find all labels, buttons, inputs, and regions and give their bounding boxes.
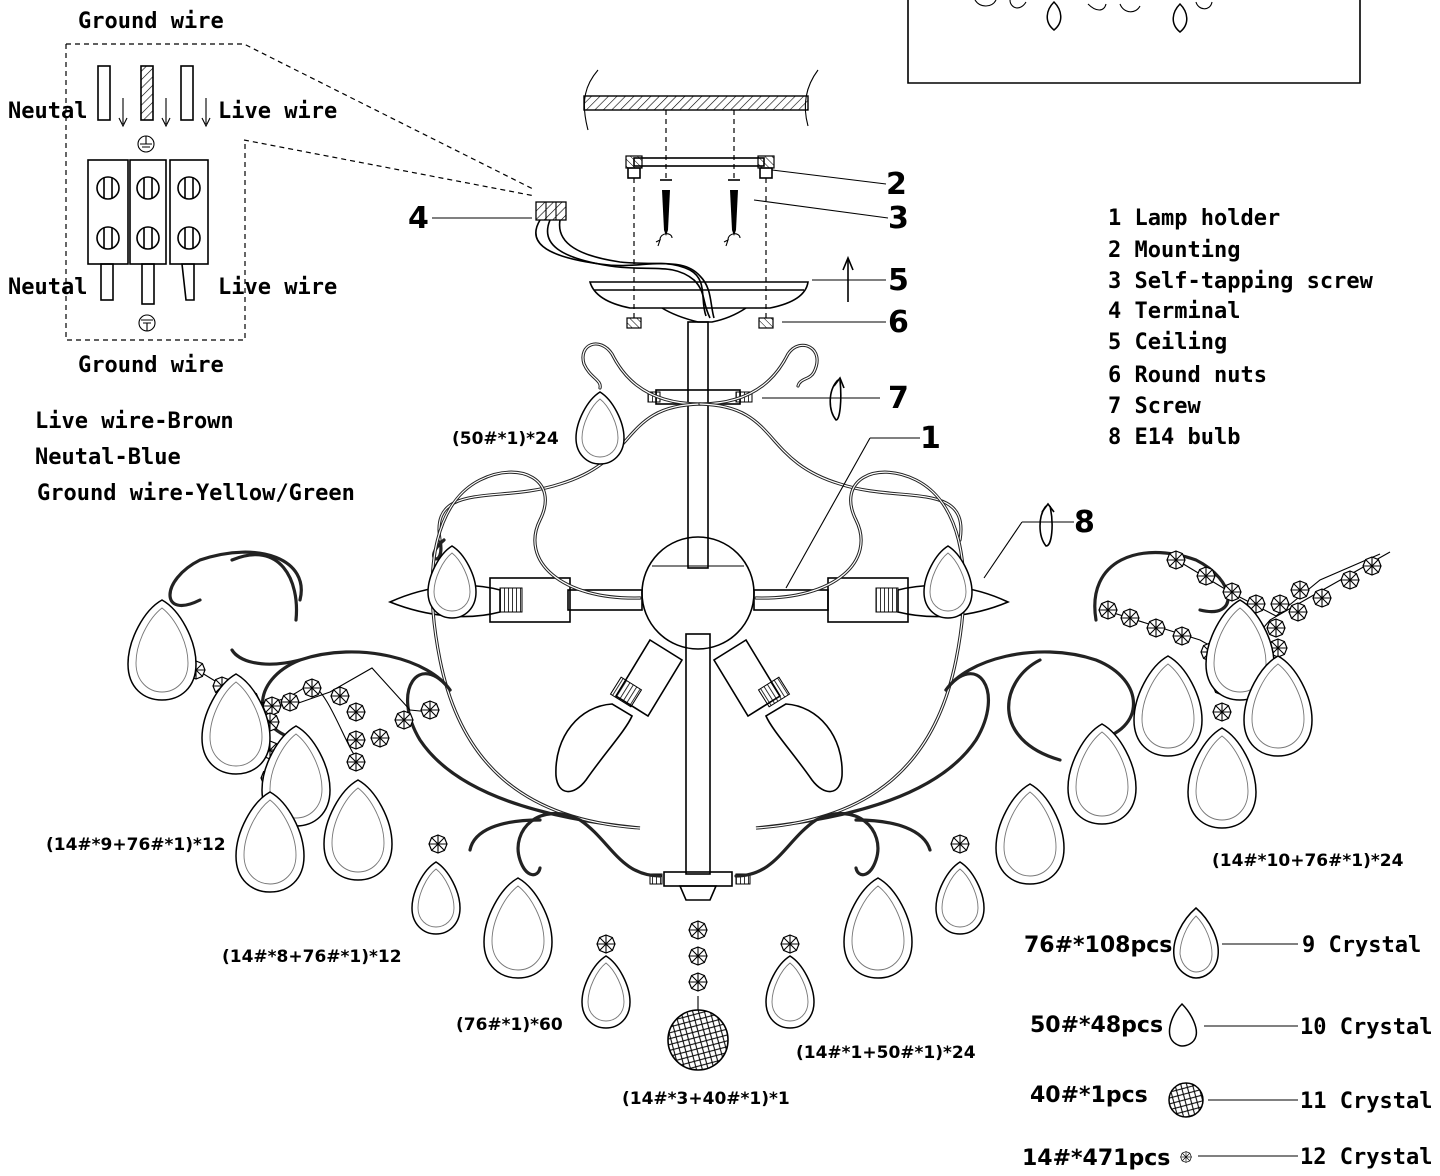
part-9-label: 9 Crystal [1302, 933, 1421, 958]
legend-item-8: 8 E14 bulb [1108, 425, 1240, 450]
crystal-parts-list: 76#*108pcs 9 Crystal 50#*48pcs 10 Crysta… [1022, 907, 1432, 1171]
crystal-76-icon [1173, 907, 1219, 979]
callout-2: 2 [886, 167, 907, 202]
annotation-14x8-76x1x12: (14#*8+76#*1)*12 [222, 947, 402, 967]
top-right-inset [907, 0, 1361, 84]
legend-item-3: 3 Self-tapping screw [1108, 269, 1374, 294]
part-11-label: 11 Crystal [1300, 1089, 1432, 1114]
color-neutal: Neutal-Blue [35, 445, 181, 470]
callout-4: 4 [408, 201, 429, 236]
ground-wire-bottom-label: Ground wire [78, 353, 224, 378]
crystal-annotations: (50#*1)*24 (14#*9+76#*1)*12 (14#*10+76#*… [46, 429, 1404, 1109]
part-10-label: 10 Crystal [1300, 1015, 1432, 1040]
terminal-block [87, 159, 209, 265]
annotation-14x3-40x1x1: (14#*3+40#*1)*1 [622, 1089, 790, 1109]
live-wire-bottom-label: Live wire [218, 275, 337, 300]
callout-3: 3 [888, 201, 909, 236]
neutal-bottom-label: Neutal [8, 275, 87, 300]
crystal-14-icon [1180, 1151, 1192, 1163]
annotation-14x1-50x1x24: (14#*1+50#*1)*24 [796, 1043, 976, 1063]
ceiling-mount [535, 69, 854, 329]
part-12-label: 12 Crystal [1300, 1145, 1432, 1170]
central-stem [387, 321, 1010, 901]
color-live: Live wire-Brown [35, 409, 234, 434]
callouts: 2 3 4 5 6 7 1 8 [408, 167, 1095, 589]
rotate-arrow-icon [829, 379, 842, 421]
callout-6: 6 [888, 305, 909, 340]
neutal-top-label: Neutal [8, 99, 87, 124]
self-tapping-screw-icon [655, 179, 741, 247]
callout-1: 1 [920, 421, 941, 456]
callout-8: 8 [1074, 505, 1095, 540]
crystal-50-icon [1168, 1002, 1198, 1047]
legend-item-6: 6 Round nuts [1108, 363, 1267, 388]
color-ground: Ground wire-Yellow/Green [37, 481, 355, 506]
part-10-qty: 50#*48pcs [1030, 1013, 1163, 1038]
rotate-arrow-bulb-icon [1039, 505, 1053, 547]
crystal-40-icon [1168, 1082, 1204, 1118]
part-11-qty: 40#*1pcs [1030, 1083, 1148, 1108]
legend-item-2: 2 Mounting [1108, 238, 1240, 263]
legend-item-7: 7 Screw [1108, 394, 1201, 419]
legend-item-5: 5 Ceiling [1108, 330, 1227, 355]
annotation-14x9-76x1x12: (14#*9+76#*1)*12 [46, 835, 226, 855]
legend-item-1: 1 Lamp holder [1108, 206, 1280, 231]
crystal-drops [127, 391, 1313, 1071]
parts-legend: 1 Lamp holder 2 Mounting 3 Self-tapping … [1108, 206, 1374, 450]
wiring-diagram: Ground wire Ground wire Neutal Neutal Li… [8, 9, 536, 506]
legend-item-4: 4 Terminal [1108, 299, 1240, 324]
annotation-50x1x24: (50#*1)*24 [452, 429, 559, 449]
annotation-76x1x60: (76#*1)*60 [456, 1015, 563, 1035]
part-12-qty: 14#*471pcs [1022, 1146, 1170, 1171]
terminal-icon [535, 201, 715, 319]
annotation-14x10-76x1x24: (14#*10+76#*1)*24 [1212, 851, 1404, 871]
live-wire-top-label: Live wire [218, 99, 337, 124]
callout-7: 7 [888, 381, 909, 416]
callout-5: 5 [888, 263, 909, 298]
ground-wire-top-label: Ground wire [78, 9, 224, 34]
part-9-qty: 76#*108pcs [1024, 933, 1172, 958]
